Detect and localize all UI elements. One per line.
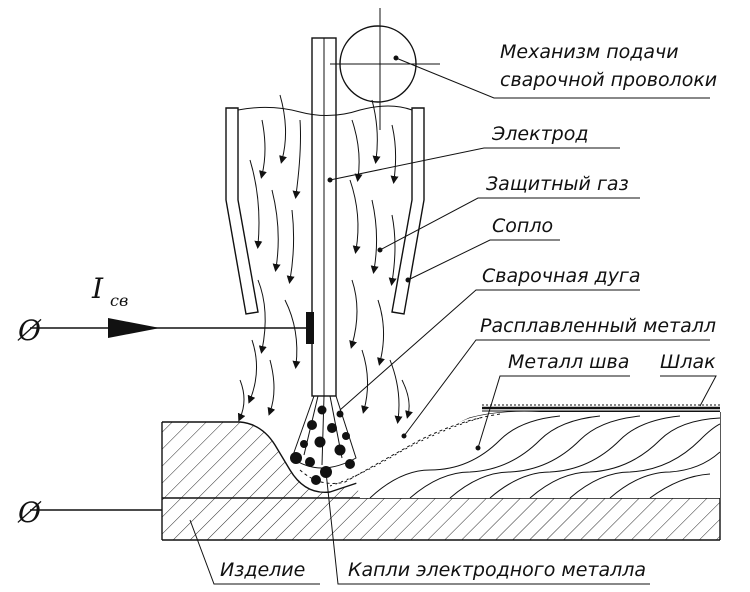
- current-input: Ø I св: [17, 272, 306, 347]
- ground-terminal: Ø: [17, 496, 162, 529]
- droplets: [290, 405, 355, 485]
- leader-lines: [189, 57, 717, 585]
- weld-metal: [299, 404, 720, 498]
- terminal-top-symbol: Ø: [17, 314, 42, 347]
- label-wire-feed-line1: Механизм подачи: [500, 41, 679, 63]
- label-electrode: Электрод: [491, 123, 588, 145]
- label-slag: Шлак: [660, 351, 716, 373]
- current-label: I: [91, 272, 104, 305]
- label-workpiece: Изделие: [220, 559, 305, 581]
- label-weld-metal: Металл шва: [508, 351, 629, 373]
- label-shield-gas: Защитный газ: [486, 173, 629, 195]
- label-arc: Сварочная дуга: [482, 265, 641, 287]
- label-droplets: Капли электродного металла: [348, 559, 646, 581]
- nozzle: [225, 105, 425, 315]
- current-subscript: св: [110, 291, 128, 310]
- terminal-bottom-symbol: Ø: [17, 496, 42, 529]
- label-wire-feed-line2: сварочной проволоки: [500, 69, 717, 91]
- label-nozzle: Сопло: [492, 215, 553, 237]
- gas-flow: [237, 94, 413, 424]
- electrode: [306, 37, 337, 397]
- label-molten-metal: Расплавленный металл: [480, 315, 716, 337]
